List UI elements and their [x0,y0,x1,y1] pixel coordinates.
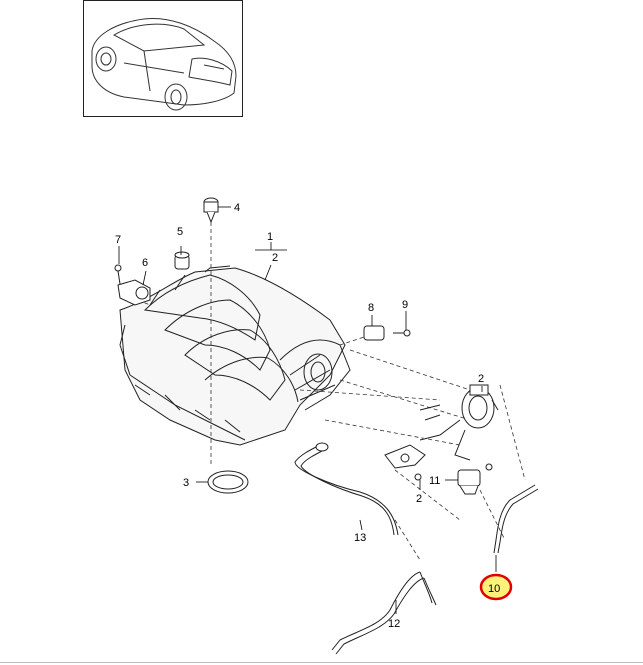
callout-10: 10 [488,583,500,595]
part-4-bolt [203,197,219,224]
callout-8: 8 [368,302,374,314]
callout-2-right: 2 [478,373,484,385]
callout-leaders [118,206,497,614]
highlight-part-10[interactable] [479,573,513,601]
callout-6: 6 [142,257,148,269]
part-5-grommet [174,251,190,270]
callout-11: 11 [429,475,440,487]
callout-1: 1 [267,231,273,243]
linkage-bracket [384,404,441,469]
callout-3: 3 [183,477,189,489]
actuator-assembly [419,384,499,461]
part-10-hose [493,484,539,554]
part-2-bolt-small [414,463,493,481]
part-11-valve [457,469,481,495]
part-9-screw [393,329,411,337]
callout-13: 13 [354,532,366,544]
part-3-gasket [207,470,249,494]
bottom-divider [0,662,643,663]
intake-manifold [119,265,351,446]
callout-12: 12 [388,618,400,630]
part-8-sensor [363,325,385,341]
callout-labels: 1 2 2 2 3 4 5 6 7 8 9 10 11 12 13 [115,202,500,630]
assembly-guide-lines [124,222,526,561]
car-illustration [91,17,237,111]
callout-2-lower: 2 [416,493,422,505]
part-13-hose [294,442,399,536]
part-6-sensor [117,279,151,306]
part-7-screw [114,264,122,285]
callout-2: 2 [272,252,278,264]
callout-9: 9 [402,299,408,311]
callout-7: 7 [115,234,121,246]
callout-4: 4 [234,202,240,214]
part-12-pipe [331,571,437,655]
vehicle-thumbnail [83,0,243,117]
callout-5: 5 [177,226,183,238]
